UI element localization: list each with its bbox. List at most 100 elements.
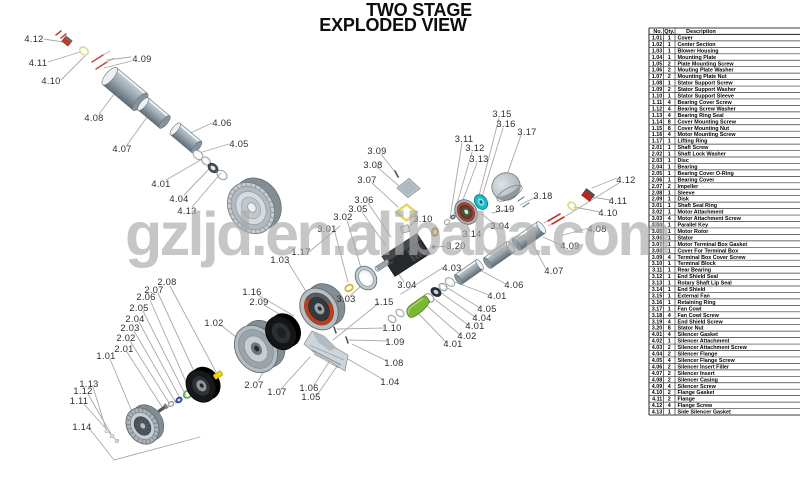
svg-text:4.01: 4.01: [465, 321, 484, 331]
svg-text:3.17: 3.17: [517, 127, 536, 137]
svg-text:3.20: 3.20: [652, 326, 663, 332]
svg-text:3.15: 3.15: [492, 109, 511, 119]
svg-text:3.12: 3.12: [465, 143, 484, 153]
svg-text:Motor Rotor: Motor Rotor: [678, 229, 710, 235]
svg-text:Silencer Flange: Silencer Flange: [678, 352, 718, 358]
svg-text:Blower Housing: Blower Housing: [678, 48, 719, 54]
svg-text:Lifting Ring: Lifting Ring: [678, 139, 708, 145]
svg-text:3.03: 3.03: [336, 294, 355, 304]
svg-text:Silencer Insert: Silencer Insert: [678, 371, 715, 377]
svg-text:2.05: 2.05: [129, 303, 148, 313]
svg-text:1: 1: [668, 223, 671, 229]
svg-text:1: 1: [668, 190, 671, 196]
svg-text:1: 1: [668, 300, 671, 306]
svg-text:3.15: 3.15: [652, 293, 663, 299]
svg-text:4: 4: [668, 384, 671, 390]
svg-text:4.11: 4.11: [29, 58, 48, 68]
svg-text:3.07: 3.07: [652, 242, 663, 248]
svg-text:4.01: 4.01: [151, 179, 170, 189]
svg-text:3.09: 3.09: [367, 146, 386, 156]
svg-text:3.06: 3.06: [652, 235, 663, 241]
svg-text:4: 4: [668, 106, 671, 112]
svg-text:1.04: 1.04: [380, 377, 399, 387]
svg-text:4.01: 4.01: [443, 339, 462, 349]
svg-text:Bearing Ring Seal: Bearing Ring Seal: [678, 113, 725, 119]
svg-text:Sleeve: Sleeve: [678, 190, 695, 196]
svg-text:2.08: 2.08: [157, 277, 176, 287]
svg-text:4.10: 4.10: [598, 208, 617, 218]
svg-text:2.07: 2.07: [244, 380, 263, 390]
svg-text:2: 2: [668, 184, 671, 190]
svg-text:Rear Bearing: Rear Bearing: [678, 268, 712, 274]
svg-text:2.01: 2.01: [652, 145, 663, 151]
svg-text:Disc: Disc: [678, 158, 689, 164]
svg-text:3.02: 3.02: [652, 210, 663, 216]
svg-text:4: 4: [668, 403, 671, 409]
svg-text:Silencer Gasket: Silencer Gasket: [678, 332, 719, 338]
svg-text:Mouting Plate Washer: Mouting Plate Washer: [678, 68, 735, 74]
svg-text:2: 2: [668, 87, 671, 93]
svg-text:1.03: 1.03: [270, 255, 289, 265]
svg-text:Fan Cowl Screw: Fan Cowl Screw: [678, 313, 720, 319]
svg-text:1: 1: [668, 197, 671, 203]
svg-text:3.12: 3.12: [652, 274, 663, 280]
svg-text:4: 4: [668, 113, 671, 119]
svg-text:4.04: 4.04: [652, 352, 663, 358]
svg-text:1.06: 1.06: [299, 383, 318, 393]
svg-text:3.11: 3.11: [455, 134, 474, 144]
svg-text:Cover Mounting Screw: Cover Mounting Screw: [678, 119, 737, 125]
svg-text:1.17: 1.17: [652, 139, 663, 145]
svg-text:4.01: 4.01: [652, 332, 663, 338]
svg-text:4.12: 4.12: [24, 34, 43, 44]
svg-text:Terminal Block: Terminal Block: [678, 261, 716, 267]
svg-text:4.05: 4.05: [477, 304, 496, 314]
svg-text:1.16: 1.16: [242, 287, 261, 297]
svg-text:3.05: 3.05: [348, 204, 367, 214]
svg-text:4.03: 4.03: [652, 345, 663, 351]
svg-text:1.07: 1.07: [267, 387, 286, 397]
svg-text:4.03: 4.03: [442, 263, 461, 273]
svg-text:3.09: 3.09: [652, 255, 663, 261]
svg-text:4: 4: [668, 255, 671, 261]
svg-text:1: 1: [668, 171, 671, 177]
svg-text:4: 4: [668, 132, 671, 138]
svg-text:1: 1: [668, 55, 671, 61]
svg-text:1: 1: [668, 48, 671, 54]
svg-text:3.18: 3.18: [533, 191, 552, 201]
svg-text:Mounting Plate: Mounting Plate: [678, 55, 717, 61]
svg-text:Fan Cowl: Fan Cowl: [678, 306, 702, 312]
svg-text:1.01: 1.01: [652, 35, 663, 41]
svg-text:1: 1: [668, 210, 671, 216]
svg-text:1.14: 1.14: [72, 422, 91, 432]
svg-text:4.13: 4.13: [652, 410, 663, 416]
svg-text:Disk: Disk: [678, 197, 689, 203]
svg-text:Flange Screw: Flange Screw: [678, 403, 714, 409]
svg-text:Cover Mounting Nut: Cover Mounting Nut: [678, 126, 730, 132]
svg-text:1.13: 1.13: [652, 113, 663, 119]
svg-text:3.05: 3.05: [652, 229, 663, 235]
svg-text:4.07: 4.07: [652, 371, 663, 377]
svg-text:Side Silencer Gasket: Side Silencer Gasket: [678, 410, 732, 416]
svg-text:4.10: 4.10: [41, 76, 60, 86]
svg-text:2.03: 2.03: [120, 323, 139, 333]
svg-text:1: 1: [668, 248, 671, 254]
svg-text:Silencer Screw: Silencer Screw: [678, 384, 717, 390]
svg-text:Stator: Stator: [678, 235, 694, 241]
svg-text:Cover For Terminal Box: Cover For Terminal Box: [678, 248, 739, 254]
svg-text:4: 4: [668, 358, 671, 364]
svg-text:Shaft Lock Washer: Shaft Lock Washer: [678, 152, 727, 158]
svg-text:4.04: 4.04: [472, 313, 491, 323]
svg-text:Motor Attachment Screw: Motor Attachment Screw: [678, 216, 742, 222]
svg-text:3.20: 3.20: [446, 241, 465, 251]
svg-text:4.11: 4.11: [609, 196, 628, 206]
svg-text:4.07: 4.07: [112, 144, 131, 154]
svg-text:Bearing Cover: Bearing Cover: [678, 177, 716, 183]
svg-text:1.15: 1.15: [374, 297, 393, 307]
svg-text:4.07: 4.07: [544, 266, 563, 276]
svg-text:4.08: 4.08: [587, 224, 606, 234]
svg-text:2.03: 2.03: [652, 158, 663, 164]
svg-text:1: 1: [668, 42, 671, 48]
svg-text:2: 2: [668, 352, 671, 358]
svg-text:1: 1: [668, 145, 671, 151]
svg-text:Bearing Cover O-Ring: Bearing Cover O-Ring: [678, 171, 734, 177]
